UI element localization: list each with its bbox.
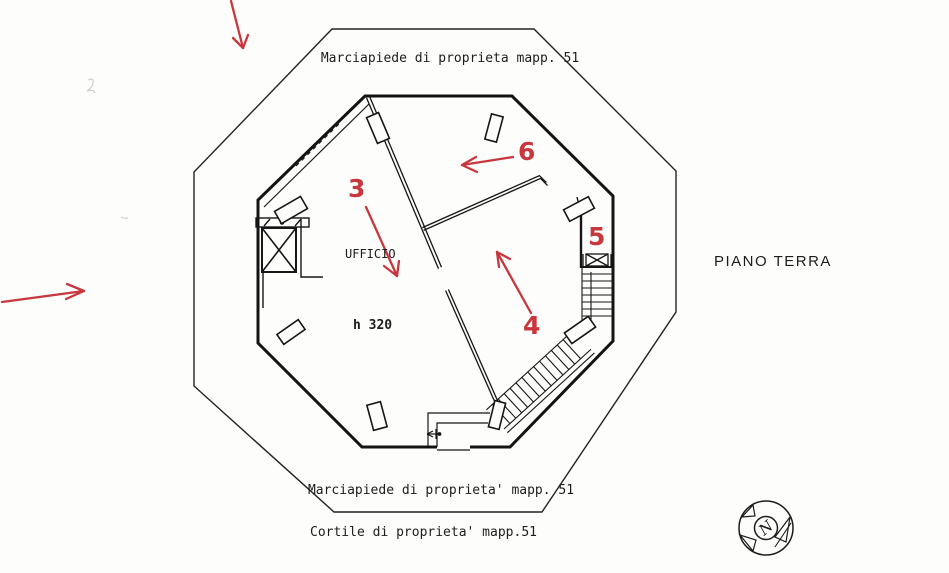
scan-artifacts bbox=[86, 78, 129, 219]
inner-walls bbox=[256, 94, 615, 451]
elevator-shaft bbox=[255, 217, 323, 308]
annotation-marker-4: 4 bbox=[523, 311, 541, 340]
arrow-left-middle bbox=[0, 282, 86, 304]
arrow-4 bbox=[495, 250, 533, 315]
red-arrows bbox=[0, 0, 533, 315]
door-leaves bbox=[273, 111, 597, 432]
outer-boundary bbox=[193, 28, 677, 513]
sidewalk-top-label: Marciapiede di proprieta mapp. 51 bbox=[320, 51, 580, 66]
room-label-ufficio: UFFICIO bbox=[345, 247, 396, 261]
glazed-wall bbox=[263, 103, 370, 208]
entrance bbox=[426, 412, 490, 447]
north-compass-icon: N bbox=[738, 500, 794, 556]
arrow-top-left bbox=[229, 0, 250, 50]
annotation-marker-5: 5 bbox=[588, 222, 606, 251]
room-height-note: h 320 bbox=[353, 318, 393, 333]
annotation-marker-6: 6 bbox=[518, 137, 536, 166]
arrow-6 bbox=[460, 155, 515, 174]
window-fixture bbox=[582, 253, 612, 267]
floor-title: PIANO TERRA bbox=[714, 253, 832, 270]
sidewalk-bottom-label: Marciapiede di proprieta' mapp. 51 bbox=[307, 483, 575, 498]
arrow-3 bbox=[364, 205, 401, 278]
courtyard-label: Cortile di proprieta' mapp.51 bbox=[310, 525, 537, 540]
annotation-marker-3: 3 bbox=[348, 174, 366, 203]
